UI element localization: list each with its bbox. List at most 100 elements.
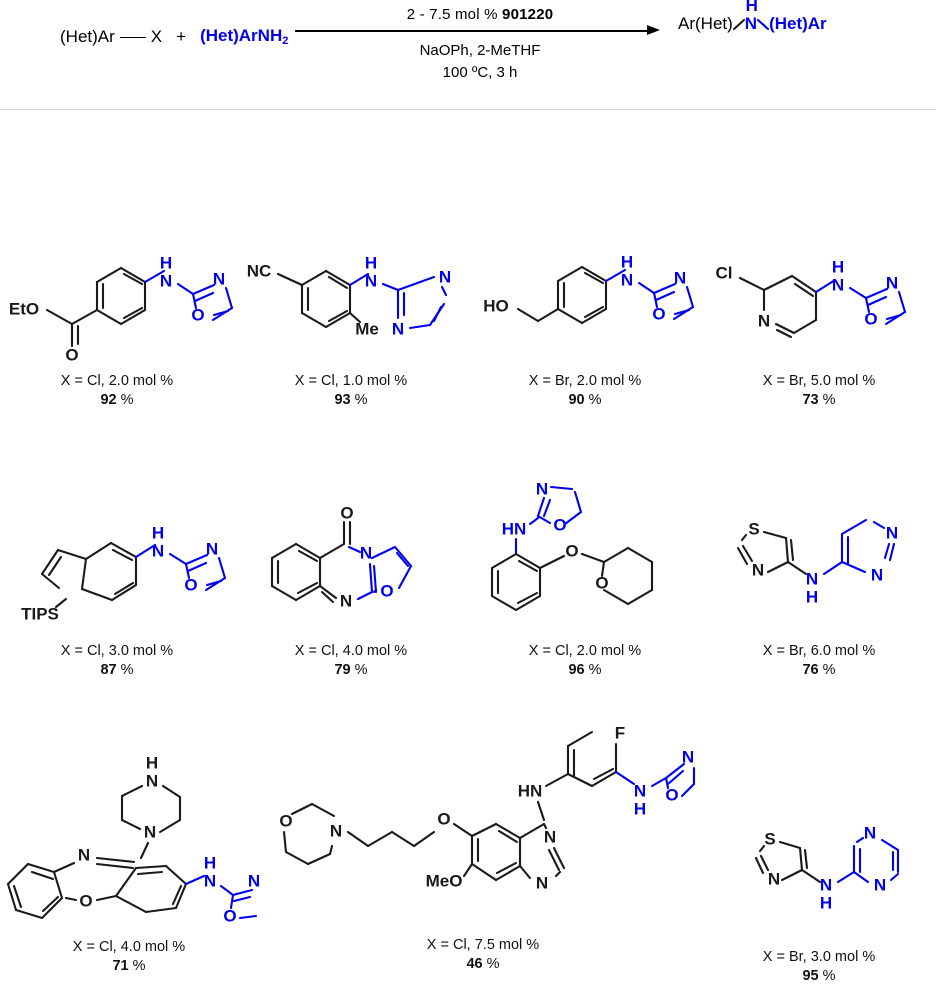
entry-1-yield-unit: % [120,392,134,408]
nh-hydrogen-label: H [634,799,646,818]
temperature-time-text: 100 ºC, 3 h [442,64,518,81]
bond-tick-left-icon [732,18,745,30]
thiazole-s-label: S [748,519,759,538]
reaction-scheme-header: (Het)Ar X + (Het)ArNH2 2 - 7.5 mol % 901… [0,0,936,110]
entry-4-caption: X = Br, 5.0 mol % 73 % [702,372,936,410]
entry-10-conditions: X = Cl, 7.5 mol % [426,937,540,953]
entry-1-conditions: X = Cl, 2.0 mol % [60,373,174,389]
entry-6-structure: O N N O [234,492,468,632]
product-nh-nitrogen: N [744,14,758,33]
oxazole-n-label: N [213,269,225,288]
plus-sign: + [176,26,187,46]
entry-3-yield-unit: % [588,392,602,408]
thiazole-n-label: N [752,560,764,579]
ring-o-label: O [380,581,393,600]
entry-2: NC Me H N [234,232,468,410]
nh-hydrogen-label: H [160,253,172,272]
morpholine-o-label: O [279,811,292,830]
entry-9-yield-unit: % [132,958,146,974]
entry-2-caption: X = Cl, 1.0 mol % 93 % [234,372,468,410]
entry-7-conditions: X = Cl, 2.0 mol % [528,643,642,659]
oxazole-n-label: N [682,747,694,766]
ether-o-label: O [437,809,450,828]
reaction-arrow-icon [295,25,665,36]
oxazole-n-label: N [536,479,548,498]
imine-n-label: N [340,591,352,610]
entry-8-structure: S N N H [702,492,936,632]
entry-4-yield: 73 [802,392,819,408]
ketone-o-label: O [340,503,353,522]
oxazole-o-label: O [553,515,566,534]
pyrazine-n2-label: N [874,875,886,894]
nh-hydrogen-label: H [832,257,844,276]
entry-3: HO H N [468,232,702,410]
entry-11: S N N H N [702,810,936,986]
solvent-base-text: NaOPh, 2-MeTHF [419,42,541,59]
nh-hydrogen-label: H [820,893,832,912]
nitrile-label: NC [247,261,272,280]
pyrimidine-n2-label: N [871,565,883,584]
ether-o-label: O [565,541,578,560]
bridge-n-label: N [360,543,372,562]
nh-nitrogen-label: N [204,871,216,890]
entry-3-structure: HO H N [468,232,702,360]
entry-4-structure: Cl N H N [702,232,936,360]
entry-11-structure: S N N H N [702,810,936,922]
reaction-arrow-block: 2 - 7.5 mol % 901220 NaOPh, 2-MeTHF 100 … [295,6,665,81]
entry-10-yield-unit: % [486,956,500,972]
nh-nitrogen-label: N [152,541,164,560]
pyrazine-n2-label: N [392,319,404,338]
oxazole-o-label: O [864,309,877,328]
nh-nitrogen-label: N [160,271,172,290]
entry-3-caption: X = Br, 2.0 mol % 90 % [468,372,702,410]
bond-tick-right-icon [757,18,770,30]
catalyst-loading-text: 2 - 7.5 mol % 901220 [406,6,554,23]
piperazine-nh-h-label: H [146,753,158,772]
entry-3-yield: 90 [568,392,585,408]
oxazole-o-label: O [184,575,197,594]
nh-nitrogen-label: N [832,275,844,294]
entry-11-yield: 95 [802,968,819,984]
entry-11-conditions: X = Br, 3.0 mol % [762,949,876,965]
entry-5: TIPS H [0,492,234,680]
header-divider [0,109,936,110]
morpholine-n-label: N [330,821,342,840]
chloro-label: Cl [716,263,733,282]
oxazole-o-label: O [665,785,678,804]
nh-hydrogen-label: H [365,253,377,272]
entry-6-yield-unit: % [354,662,368,678]
nh-hydrogen-label: H [204,853,216,872]
quinazoline-n2-label: N [536,873,548,892]
reaction-reagents: (Het)Ar X + (Het)ArNH2 [60,26,288,47]
aryl-halide-label: (Het)Ar [60,26,115,46]
entry-6-caption: X = Cl, 4.0 mol % 79 % [234,642,468,680]
entry-5-yield: 87 [100,662,117,678]
entry-5-yield-unit: % [120,662,134,678]
entry-7-structure: N O HN [468,479,702,632]
entry-8: S N N H [702,492,936,680]
entry-9-yield: 71 [112,958,129,974]
entry-7: N O HN [468,479,702,680]
nh-hydrogen-label: H [806,587,818,606]
thp-o-label: O [595,573,608,592]
entry-1-structure: EtO O [0,232,234,364]
entry-1: EtO O [0,232,234,410]
oxazole-o-label: O [191,305,204,324]
entry-2-conditions: X = Cl, 1.0 mol % [294,373,408,389]
carbonyl-o-label: O [65,345,78,364]
entry-10-yield: 46 [466,956,483,972]
entry-10-caption: X = Cl, 7.5 mol % 46 % [268,936,698,974]
quinazoline-n1-label: N [544,827,556,846]
thiazole-s-label: S [764,829,775,848]
entry-5-caption: X = Cl, 3.0 mol % 87 % [0,642,234,680]
nh-nitrogen-label: N [806,569,818,588]
entry-9-structure: H N N N [0,750,260,932]
entry-8-yield: 76 [802,662,819,678]
pyrimidine-n1-label: N [886,523,898,542]
oxazole-o-label: O [223,906,236,925]
product-nh-hydrogen: H [745,0,758,15]
product-left-text: Ar(Het) [678,14,733,33]
fluoro-label: F [615,723,625,742]
entry-9-caption: X = Cl, 4.0 mol % 71 % [0,938,258,976]
